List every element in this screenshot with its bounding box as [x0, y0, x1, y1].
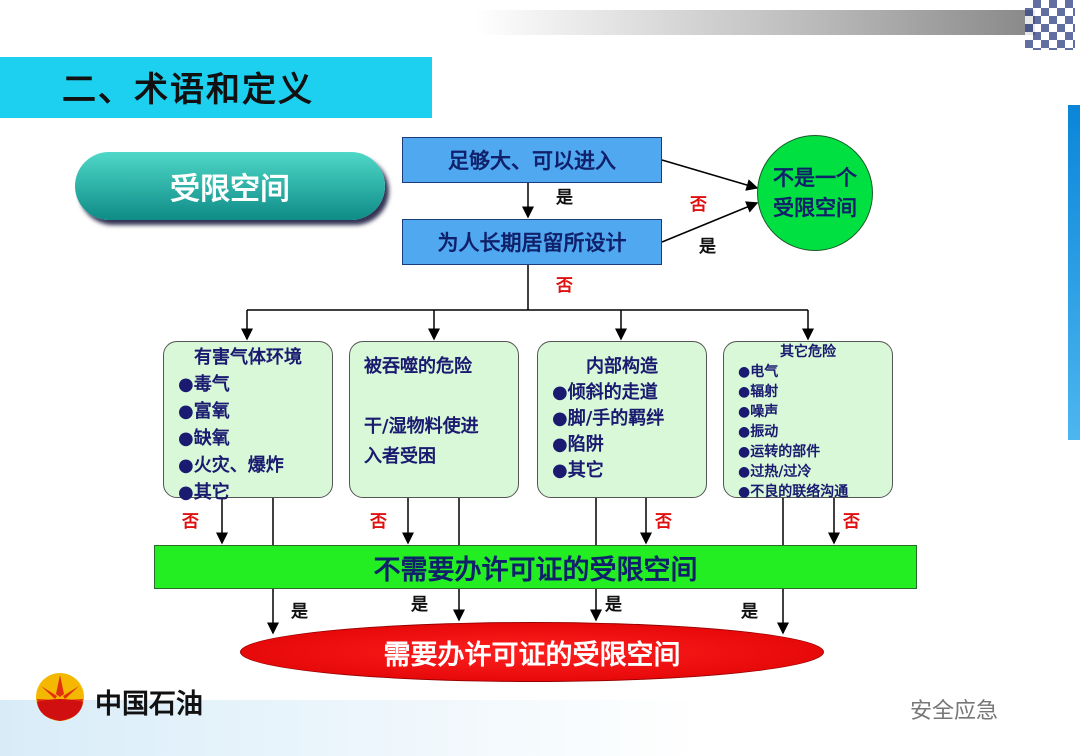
hazard-box-engulfment: 被吞噬的危险 干/湿物料使进 入者受困	[349, 341, 519, 498]
hazard-item: ●火灾、爆炸	[178, 455, 284, 476]
brand-name: 中国石油	[95, 689, 203, 720]
right-accent-bar	[1068, 105, 1080, 440]
yes-label: 是	[556, 188, 573, 208]
hazard-box-internal-structure: 内部构造 ●倾斜的走道 ●脚/手的羁绊 ●陷阱 ●其它	[537, 341, 707, 498]
no-label: 否	[843, 512, 860, 532]
hazard-item: ●毒气	[178, 374, 230, 395]
hazard-item: ●辐射	[738, 384, 779, 400]
no-label: 否	[690, 195, 707, 215]
hazard-item: ●缺氧	[178, 428, 230, 449]
hazard-item: ●其它	[178, 482, 230, 503]
hazard-title: 被吞噬的危险	[364, 356, 472, 377]
hazard-item: 干/湿物料使进	[364, 416, 479, 437]
question-large-enough: 足够大、可以进入	[402, 137, 662, 183]
hazard-item: ●运转的部件	[738, 444, 821, 460]
yes-label: 是	[291, 602, 308, 622]
yes-label: 是	[411, 595, 428, 615]
question-designed-for-occupancy: 为人长期居留所设计	[402, 219, 662, 265]
yes-label: 是	[699, 237, 716, 257]
no-label: 否	[556, 276, 573, 296]
top-gradient-bar	[475, 10, 1035, 35]
no-label: 否	[655, 512, 672, 532]
hazard-item: ●富氧	[178, 401, 230, 422]
not-confined-space-circle: 不是一个 受限空间	[757, 135, 873, 251]
hazard-item: ●不良的联络沟通	[738, 484, 849, 500]
section-pill: 受限空间	[75, 152, 385, 220]
no-label: 否	[370, 512, 387, 532]
no-permit-required-bar: 不需要办许可证的受限空间	[154, 545, 917, 589]
hazard-item	[364, 382, 518, 412]
hazard-item: ●噪声	[738, 404, 779, 420]
hazard-item: ●电气	[738, 364, 779, 380]
page-title: 二、术语和定义	[62, 70, 314, 110]
hazard-item: ●脚/手的羁绊	[552, 408, 665, 429]
footer-background	[0, 700, 700, 756]
hazard-item: ●过热/过冷	[738, 464, 812, 480]
title-bar	[0, 57, 432, 118]
hazard-title: 其它危险	[780, 344, 836, 360]
hazard-box-other: 其它危险 ●电气 ●辐射 ●噪声 ●振动 ●运转的部件 ●过热/过冷 ●不良的联…	[723, 341, 893, 500]
hazard-item: ●倾斜的走道	[552, 382, 658, 403]
circle-line-2: 受限空间	[773, 196, 857, 220]
yes-label: 是	[741, 602, 758, 622]
permit-required-ellipse: 需要办许可证的受限空间	[240, 622, 824, 682]
hazard-title: 有害气体环境	[194, 347, 302, 368]
petrochina-logo-icon	[36, 673, 84, 721]
hazard-item: 入者受困	[364, 446, 436, 467]
watermark: 安全应急	[910, 699, 999, 724]
hazard-item: ●陷阱	[552, 434, 604, 455]
yes-label: 是	[605, 595, 622, 615]
hazard-title: 内部构造	[586, 356, 658, 377]
circle-line-1: 不是一个	[773, 166, 857, 190]
hazard-box-toxic-gas: 有害气体环境 ●毒气 ●富氧 ●缺氧 ●火灾、爆炸 ●其它	[163, 341, 333, 503]
hazard-item: ●振动	[738, 424, 779, 440]
checker-decoration	[1025, 0, 1075, 50]
no-label: 否	[182, 512, 199, 532]
hazard-item: ●其它	[552, 460, 604, 481]
